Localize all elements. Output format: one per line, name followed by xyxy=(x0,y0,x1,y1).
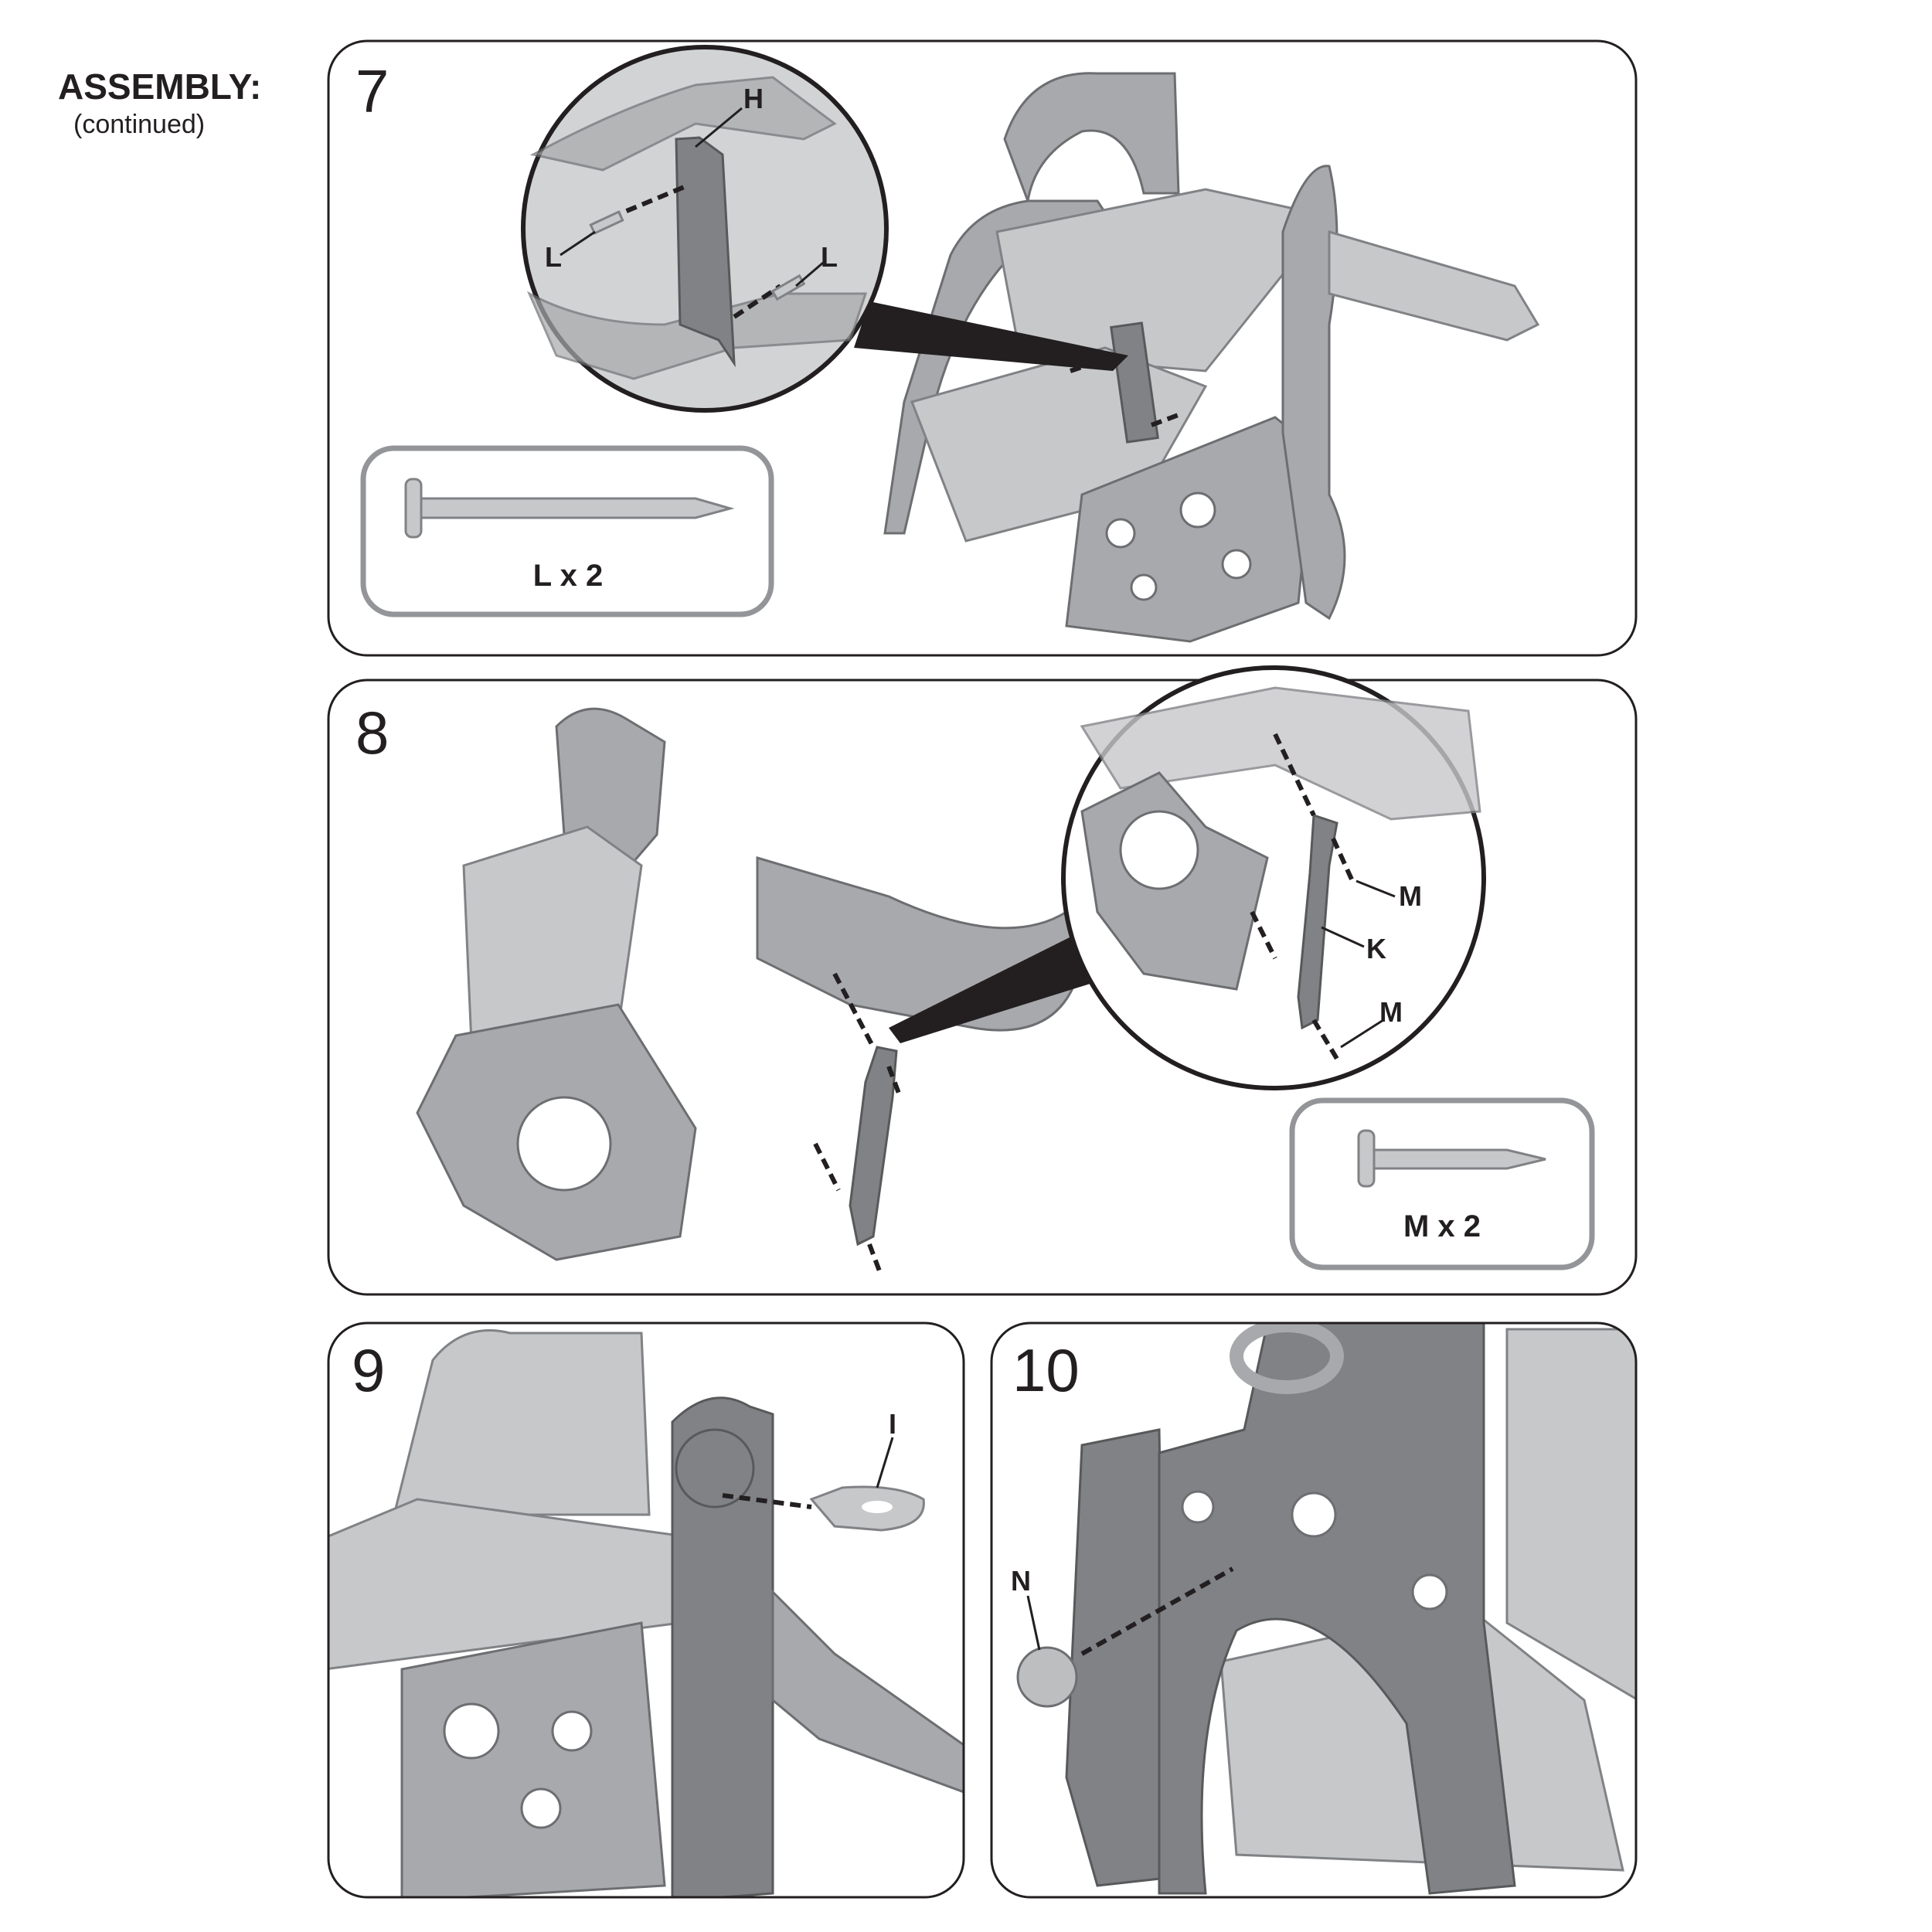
hardware-box-l: L x 2 xyxy=(360,445,774,617)
section-title: ASSEMBLY: xyxy=(58,66,261,107)
callout-l: L xyxy=(821,241,838,273)
step-number: 7 xyxy=(355,57,389,125)
callout-l: L xyxy=(545,241,562,273)
step-7-panel: 7 H L L xyxy=(327,39,1638,657)
callout-m: M xyxy=(1379,996,1403,1028)
hardware-box-m: M x 2 xyxy=(1289,1097,1595,1270)
callout-i: I xyxy=(889,1408,896,1440)
step-number: 8 xyxy=(355,699,389,767)
step-8-panel: 8 M K M xyxy=(327,665,1638,1296)
hardware-label: M x 2 xyxy=(1403,1209,1481,1243)
magnifier-pointer xyxy=(854,301,1128,371)
hardware-label: L x 2 xyxy=(533,559,603,593)
step-number: 10 xyxy=(1012,1336,1080,1404)
step-9-panel: I 9 xyxy=(327,1321,965,1899)
callout-k: K xyxy=(1366,933,1386,964)
ball-cap-n xyxy=(1016,1646,1078,1708)
step-10-panel: N 10 xyxy=(990,1321,1638,1899)
screw-l-icon xyxy=(404,478,423,539)
step-8-detail-magnifier: M K M xyxy=(1061,665,1486,1090)
section-subtitle: (continued) xyxy=(73,110,205,139)
callout-h: H xyxy=(743,83,764,114)
playset-illustration xyxy=(883,72,1540,643)
screw-m-icon xyxy=(1357,1129,1376,1188)
callout-m: M xyxy=(1399,880,1422,912)
magnifier-pointer xyxy=(889,935,1097,1043)
step-7-detail-magnifier: H L L xyxy=(521,45,889,413)
callout-n: N xyxy=(1011,1565,1031,1597)
step-number: 9 xyxy=(352,1336,385,1404)
